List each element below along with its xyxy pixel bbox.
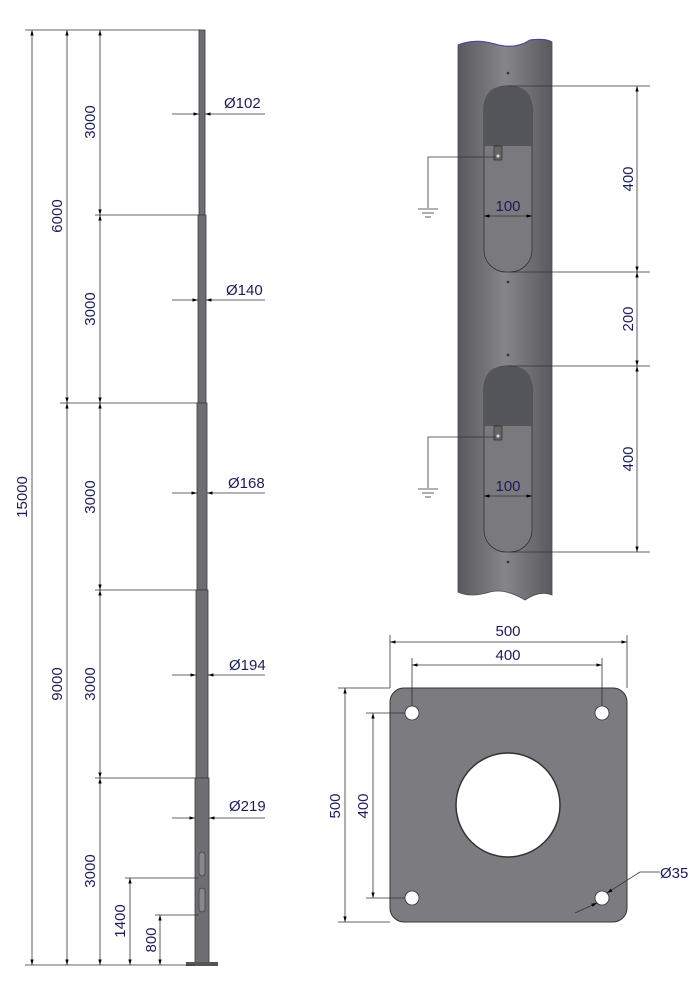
dim-hole-spacing-y: 400 — [355, 793, 372, 818]
dim-upper-section: 6000 — [49, 199, 66, 232]
dim-door-height-2: 800 — [143, 927, 160, 952]
dim-door-2-width: 100 — [495, 478, 520, 495]
pole-segment-3 — [196, 402, 208, 591]
dim-lower-section: 9000 — [49, 667, 66, 700]
dim-hole-diameter: Ø35 — [660, 865, 688, 882]
door-opening — [198, 887, 206, 913]
pole-segment-4 — [195, 589, 209, 779]
ground-wire — [427, 156, 496, 208]
dim-total-height: 15000 — [14, 476, 31, 518]
pole-segment-1 — [198, 29, 206, 216]
dim-door-spacing: 200 — [620, 306, 637, 331]
dim-hole-spacing-x: 400 — [495, 647, 520, 664]
dim-diameter: Ø140 — [226, 282, 263, 299]
base-plate: 500 400 500 400 Ø35 — [327, 623, 688, 923]
pole-elevation: 15000 6000 9000 3000 3000 3000 3000 3000… — [14, 29, 266, 966]
door-opening-2 — [483, 365, 533, 553]
dim-diameter: Ø194 — [229, 657, 266, 674]
dim-door-1-width: 100 — [495, 198, 520, 215]
dim-door-1-height: 400 — [620, 166, 637, 191]
base-plate-side — [186, 962, 218, 966]
dim-door-2-height: 400 — [620, 446, 637, 471]
door-opening-1 — [483, 85, 533, 273]
ground-icon — [418, 208, 438, 218]
dim-plate-width: 500 — [495, 623, 520, 640]
dim-diameter: Ø102 — [224, 95, 261, 112]
ground-wire — [427, 436, 496, 488]
dim-segment-length: 3000 — [82, 667, 99, 700]
dim-plate-height: 500 — [327, 793, 344, 818]
dim-segment-length: 3000 — [82, 292, 99, 325]
dim-segment-length: 3000 — [82, 480, 99, 513]
center-hole — [455, 752, 561, 858]
pole-segment-2 — [197, 214, 207, 404]
dim-diameter: Ø168 — [228, 475, 265, 492]
door-detail: 400 200 400 100 100 — [418, 38, 650, 601]
door-opening — [198, 851, 206, 877]
dim-segment-length: 3000 — [82, 105, 99, 138]
ground-icon — [418, 488, 438, 498]
dim-segment-length: 3000 — [82, 854, 99, 887]
bolt-holes — [404, 705, 610, 906]
dim-diameter: Ø219 — [229, 798, 266, 815]
dim-door-height-1: 1400 — [112, 904, 129, 937]
